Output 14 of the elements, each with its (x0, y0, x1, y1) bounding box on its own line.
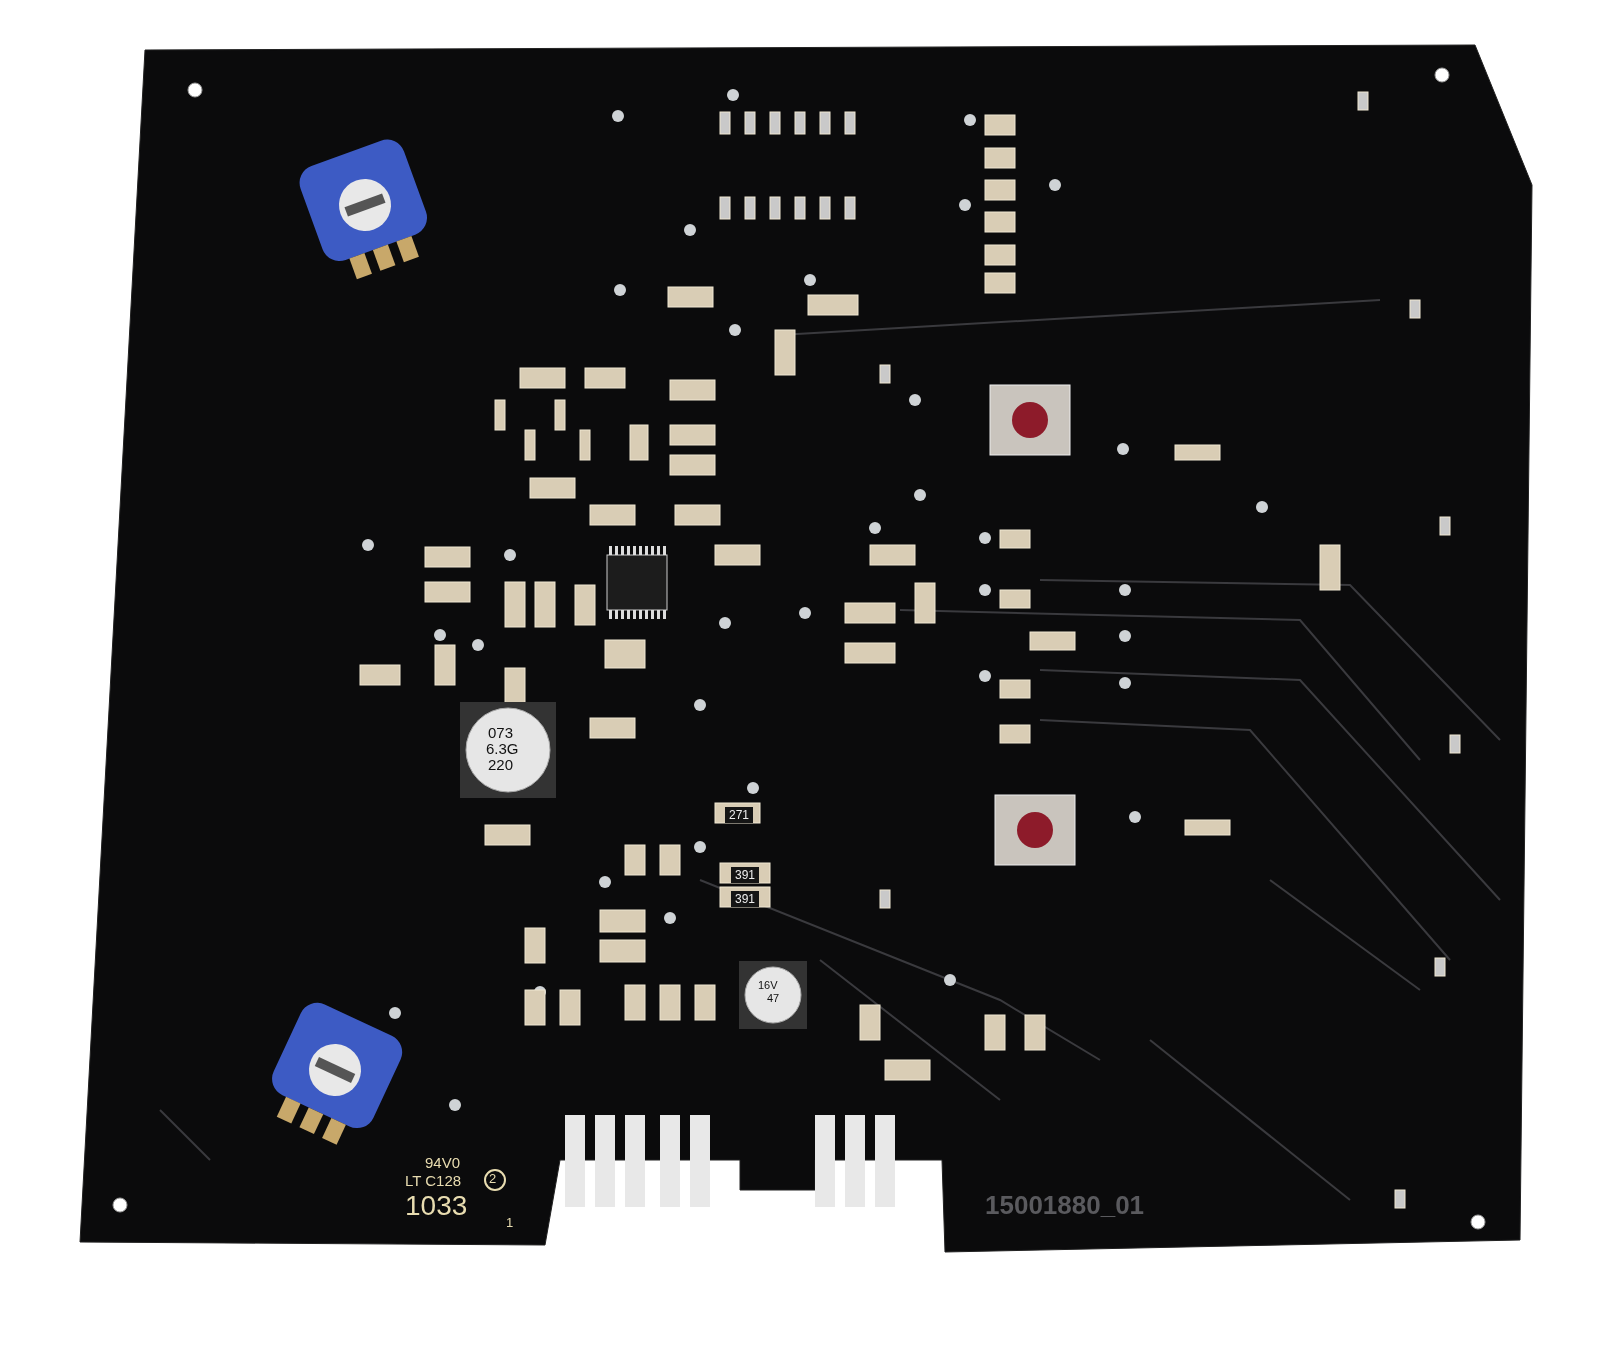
component-marking: 271 (725, 807, 754, 823)
component-marking: 6.3G (486, 741, 519, 756)
component-marking: 391 (731, 867, 760, 883)
component-marking: 220 (488, 757, 514, 772)
component-marking: 073 (488, 725, 514, 740)
component-marking: 391 (731, 891, 760, 907)
board-marking: 2 (489, 1172, 497, 1185)
board-marking: 1 (506, 1216, 514, 1229)
part-number-text: 15001880_01 (985, 1192, 1145, 1218)
board-marking: LT C128 (405, 1173, 462, 1188)
board-marking: 94V0 (425, 1155, 461, 1170)
component-marking: 16V (758, 980, 778, 991)
board-marking: 1033 (405, 1192, 468, 1220)
component-marking: 47 (767, 993, 780, 1004)
